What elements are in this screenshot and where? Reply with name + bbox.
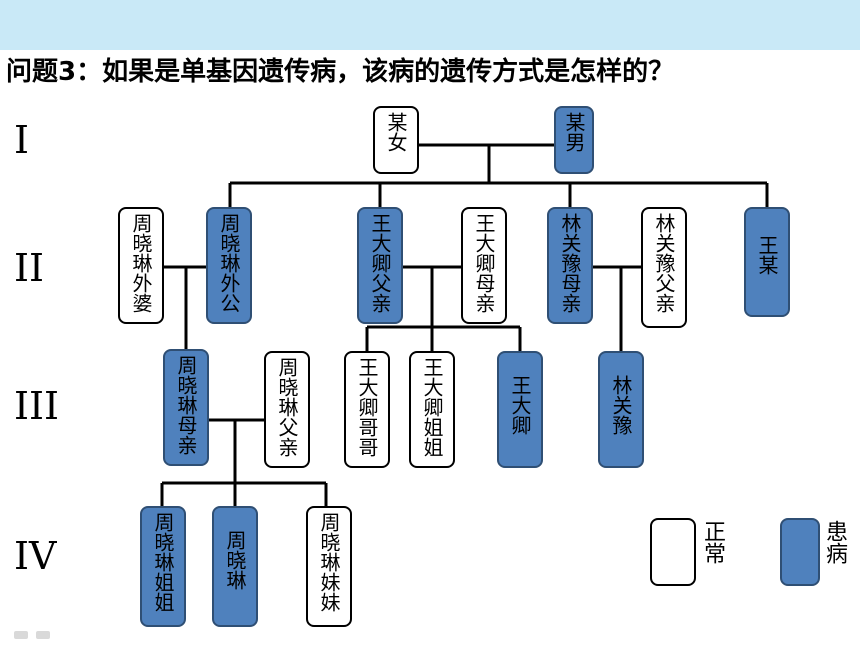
member-wang-daqing: 王大卿 xyxy=(497,351,543,468)
member-wang-jiejie: 王大卿姐姐 xyxy=(409,351,455,468)
generation-label-2: II xyxy=(14,246,45,290)
member-label: 周晓琳妹妹 xyxy=(317,512,341,612)
member-lin-fuqin: 林关豫父亲 xyxy=(641,207,687,328)
member-zhou-muqin: 周晓琳母亲 xyxy=(163,349,209,466)
member-wang-mou: 王某 xyxy=(744,207,790,317)
generation-label-1: I xyxy=(14,118,30,162)
legend-sick-label: 患病 xyxy=(822,520,847,564)
member-wang-gege: 王大卿哥哥 xyxy=(344,351,390,468)
generation-label-4: IV xyxy=(14,534,57,578)
member-wang-fuqin: 王大卿父亲 xyxy=(357,207,403,324)
member-zhou-fuqin: 周晓琳父亲 xyxy=(264,351,310,468)
member-label: 林关豫父亲 xyxy=(652,213,676,313)
member-label: 周晓琳外婆 xyxy=(129,213,153,313)
question-title: 问题3：如果是单基因遗传病，该病的遗传方式是怎样的？ xyxy=(6,57,675,87)
member-zhou-waigong: 周晓琳外公 xyxy=(206,207,252,324)
member-label: 王大卿母亲 xyxy=(472,213,496,313)
member-label: 周晓琳外公 xyxy=(217,213,241,313)
member-label: 王大卿父亲 xyxy=(368,213,392,313)
member-zhou-waipo: 周晓琳外婆 xyxy=(118,207,164,324)
legend-normal-label: 正常 xyxy=(700,520,725,564)
header-bar xyxy=(0,0,860,50)
slide-menu-icon[interactable] xyxy=(14,631,28,639)
member-zhou-xiaolin: 周晓琳 xyxy=(212,506,258,627)
legend-sick-swatch xyxy=(780,518,820,586)
member-label: 林关豫 xyxy=(609,375,633,435)
member-mou-nv: 某女 xyxy=(373,106,419,174)
member-label: 周晓琳父亲 xyxy=(275,357,299,457)
member-label: 某女 xyxy=(384,112,408,152)
member-label: 周晓琳 xyxy=(223,530,247,590)
member-label: 王某 xyxy=(755,235,779,275)
generation-label-3: III xyxy=(14,384,60,428)
slide-nav[interactable] xyxy=(14,624,64,639)
member-label: 林关豫母亲 xyxy=(558,213,582,313)
member-zhou-meimei: 周晓琳妹妹 xyxy=(306,506,352,627)
member-label: 周晓琳母亲 xyxy=(174,355,198,455)
member-zhou-jiejie: 周晓琳姐姐 xyxy=(140,506,186,627)
member-lin-muqin: 林关豫母亲 xyxy=(547,207,593,324)
member-label: 某男 xyxy=(562,112,586,152)
legend-normal-swatch xyxy=(650,518,696,586)
member-label: 王大卿 xyxy=(508,375,532,435)
member-lin-guanyu: 林关豫 xyxy=(598,351,644,468)
member-mou-nan: 某男 xyxy=(554,106,594,174)
member-label: 王大卿姐姐 xyxy=(420,357,444,457)
next-slide-icon[interactable] xyxy=(36,631,50,639)
member-label: 周晓琳姐姐 xyxy=(151,512,175,612)
member-wang-muqin: 王大卿母亲 xyxy=(461,207,507,324)
member-label: 王大卿哥哥 xyxy=(355,357,379,457)
